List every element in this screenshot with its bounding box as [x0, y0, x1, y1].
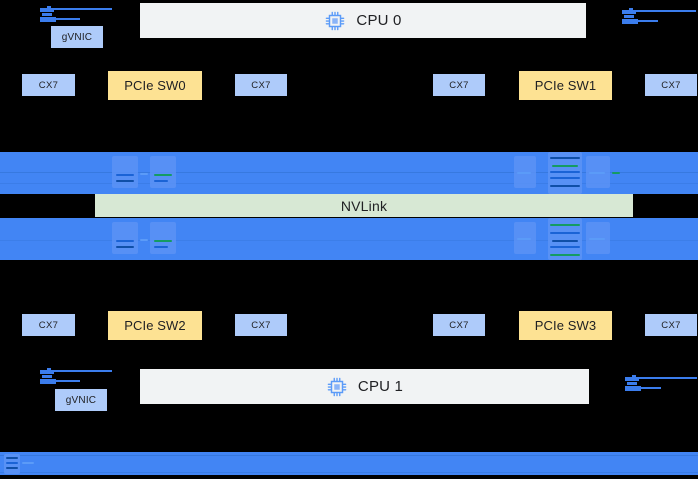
cpu-bar-0[interactable]: CPU 0	[140, 3, 586, 38]
gvnic-box-0[interactable]: gVNIC	[51, 26, 103, 48]
cx7-box-3[interactable]: CX7	[645, 74, 697, 96]
nic-link-icon-top-right	[622, 8, 696, 24]
pcie-switch-label: PCIe SW1	[534, 78, 597, 93]
cx7-label: CX7	[251, 319, 271, 331]
cx7-box-0[interactable]: CX7	[22, 74, 75, 96]
cx7-box-1[interactable]: CX7	[235, 74, 287, 96]
cpu-label-0: CPU 0	[356, 12, 402, 29]
cpu-label-1: CPU 1	[357, 378, 404, 395]
cx7-label: CX7	[661, 79, 681, 91]
pcie-switch-box-1[interactable]: PCIe SW1	[519, 71, 612, 100]
gpu-cluster-icon	[508, 152, 620, 194]
cx7-box-2[interactable]: CX7	[433, 74, 485, 96]
gvnic-box-1[interactable]: gVNIC	[55, 389, 107, 411]
nic-link-icon	[40, 6, 112, 22]
cpu-chip-icon	[326, 376, 348, 398]
gpu-band-bottom[interactable]	[0, 218, 698, 260]
pcie-switch-box-2[interactable]: PCIe SW2	[108, 311, 202, 340]
gpu-band-top[interactable]	[0, 152, 698, 194]
pcie-switch-box-0[interactable]: PCIe SW0	[108, 71, 202, 100]
cpu-bar-1[interactable]: CPU 1	[140, 369, 589, 404]
cx7-label: CX7	[251, 79, 271, 91]
gpu-cluster-icon	[508, 218, 620, 260]
cx7-label: CX7	[38, 319, 59, 331]
cx7-label: CX7	[449, 79, 469, 91]
cx7-box-4[interactable]: CX7	[22, 314, 75, 336]
cx7-label: CX7	[38, 79, 59, 91]
pcie-switch-label: PCIe SW2	[124, 318, 186, 333]
network-fabric-bar[interactable]	[0, 452, 698, 475]
pcie-switch-label: PCIe SW0	[124, 78, 186, 93]
cx7-label: CX7	[449, 319, 469, 331]
gvnic-label: gVNIC	[65, 394, 97, 406]
cx7-box-5[interactable]: CX7	[235, 314, 287, 336]
pcie-switch-label: PCIe SW3	[534, 318, 597, 333]
nvlink-bar[interactable]: NVLink	[95, 194, 633, 217]
network-switch-icon	[2, 454, 36, 474]
cx7-box-7[interactable]: CX7	[645, 314, 697, 336]
gpu-cluster-icon	[112, 156, 190, 190]
nic-link-icon-bottom-right	[625, 375, 697, 391]
nvlink-label: NVLink	[340, 197, 388, 214]
cx7-box-6[interactable]: CX7	[433, 314, 485, 336]
pcie-switch-box-3[interactable]: PCIe SW3	[519, 311, 612, 340]
cpu-chip-icon	[324, 10, 346, 32]
nic-link-icon-bottom-left	[40, 368, 112, 384]
gvnic-label: gVNIC	[61, 31, 93, 43]
cx7-label: CX7	[661, 319, 681, 331]
gpu-cluster-icon	[112, 222, 190, 256]
